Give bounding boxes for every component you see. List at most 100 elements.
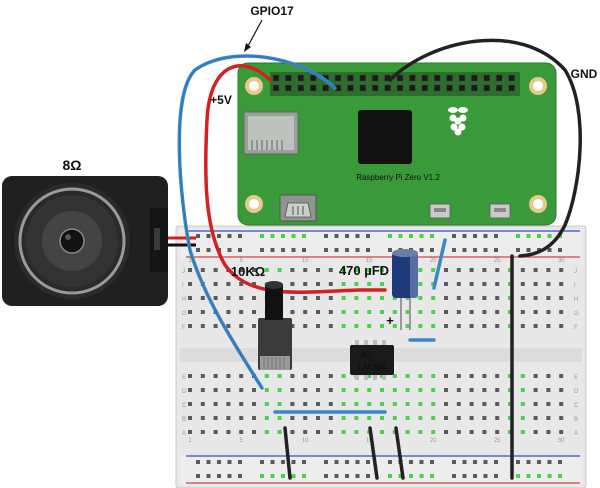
- gpio-pin: [458, 84, 466, 92]
- gpio-pin: [297, 84, 305, 92]
- breadboard-hole: [559, 268, 564, 272]
- breadboard-hole: [366, 460, 370, 464]
- breadboard-hole: [388, 248, 392, 252]
- breadboard-hole: [405, 310, 410, 314]
- breadboard-hole: [520, 430, 525, 434]
- breadboard-hole: [188, 402, 192, 406]
- breadboard-hole: [252, 324, 256, 328]
- breadboard-hole: [324, 248, 328, 252]
- breadboard-hole: [418, 430, 423, 434]
- breadboard-hole: [533, 324, 538, 328]
- breadboard-hole: [508, 416, 512, 420]
- breadboard-hole: [341, 402, 346, 406]
- breadboard-hole: [533, 416, 538, 420]
- gpio-pin: [458, 74, 466, 82]
- gpio-pin: [272, 74, 280, 82]
- breadboard-hole: [200, 310, 205, 314]
- breadboard-hole: [469, 388, 474, 392]
- column-number: 5: [240, 258, 244, 264]
- breadboard-hole: [508, 310, 512, 314]
- breadboard-hole: [508, 324, 512, 328]
- breadboard-hole: [270, 460, 275, 464]
- column-number: 10: [302, 438, 309, 444]
- row-letter: F: [182, 325, 186, 331]
- breadboard-hole: [277, 402, 282, 406]
- breadboard-hole: [508, 296, 512, 300]
- breadboard-hole: [494, 234, 498, 238]
- breadboard-hole: [264, 388, 269, 392]
- gpio-pin: [309, 74, 317, 82]
- gpio-pin: [297, 74, 305, 82]
- breadboard-hole: [188, 268, 192, 272]
- breadboard-hole: [516, 234, 520, 238]
- breadboard-hole: [469, 402, 474, 406]
- breadboard-hole: [226, 296, 231, 300]
- breadboard-hole: [196, 460, 200, 464]
- breadboard-hole: [456, 402, 461, 406]
- breadboard-hole: [264, 430, 269, 434]
- column-number: 25: [494, 258, 501, 264]
- breadboard-hole: [558, 474, 562, 478]
- jumper-black-1: [283, 426, 292, 480]
- breadboard-hole: [213, 416, 218, 420]
- breadboard-hole: [316, 282, 320, 286]
- breadboard-hole: [345, 460, 349, 464]
- breadboard-hole: [508, 282, 512, 286]
- breadboard-hole: [252, 388, 256, 392]
- gpio-pin: [508, 84, 515, 92]
- breadboard-hole: [444, 310, 448, 314]
- breadboard-hole: [380, 268, 384, 272]
- row-letter: J: [574, 269, 577, 275]
- breadboard-hole: [444, 430, 448, 434]
- breadboard-hole: [354, 282, 359, 286]
- breadboard-hole: [252, 402, 256, 406]
- breadboard-hole: [483, 248, 488, 252]
- breadboard-hole: [456, 268, 461, 272]
- breadboard-hole: [520, 268, 525, 272]
- breadboard-hole: [290, 430, 295, 434]
- breadboard-hole: [418, 374, 423, 378]
- breadboard-hole: [473, 460, 477, 464]
- gpio-pin: [421, 74, 429, 82]
- breadboard-hole: [252, 416, 256, 420]
- breadboard-hole: [508, 268, 512, 272]
- breadboard-hole: [366, 474, 370, 478]
- breadboard-hole: [277, 388, 282, 392]
- breadboard-hole: [516, 460, 520, 464]
- breadboard-hole: [444, 388, 448, 392]
- breadboard-hole: [547, 460, 552, 464]
- breadboard-hole: [316, 402, 320, 406]
- gpio-pin: [508, 74, 515, 82]
- breadboard-hole: [431, 416, 436, 420]
- breadboard-hole: [508, 374, 512, 378]
- breadboard-hole: [303, 416, 308, 420]
- breadboard-hole: [303, 374, 308, 378]
- breadboard-hole: [239, 282, 244, 286]
- breadboard-hole: [196, 248, 200, 252]
- ic-title: IC: [361, 350, 371, 361]
- breadboard-hole: [482, 324, 487, 328]
- breadboard-hole: [482, 268, 487, 272]
- column-number: 1: [188, 438, 192, 444]
- breadboard-hole: [418, 268, 423, 272]
- pot-label: 10KΩ: [231, 264, 265, 279]
- row-letter: B: [574, 417, 578, 423]
- gpio-pin: [446, 84, 453, 92]
- breadboard-hole: [291, 460, 296, 464]
- breadboard-hole: [328, 388, 333, 392]
- jumper-blue-cap-rail: [432, 238, 447, 290]
- breadboard-hole: [380, 282, 384, 286]
- breadboard-hole: [392, 324, 397, 328]
- breadboard-hole: [495, 402, 500, 406]
- breadboard-hole: [206, 234, 211, 238]
- row-letter: E: [182, 375, 186, 381]
- breadboard-hole: [290, 310, 295, 314]
- breadboard-hole: [456, 374, 461, 378]
- breadboard-hole: [334, 234, 339, 238]
- row-letter: B: [182, 417, 186, 423]
- row-letter: E: [574, 375, 578, 381]
- breadboard-hole: [380, 310, 384, 314]
- breadboard-hole: [354, 296, 359, 300]
